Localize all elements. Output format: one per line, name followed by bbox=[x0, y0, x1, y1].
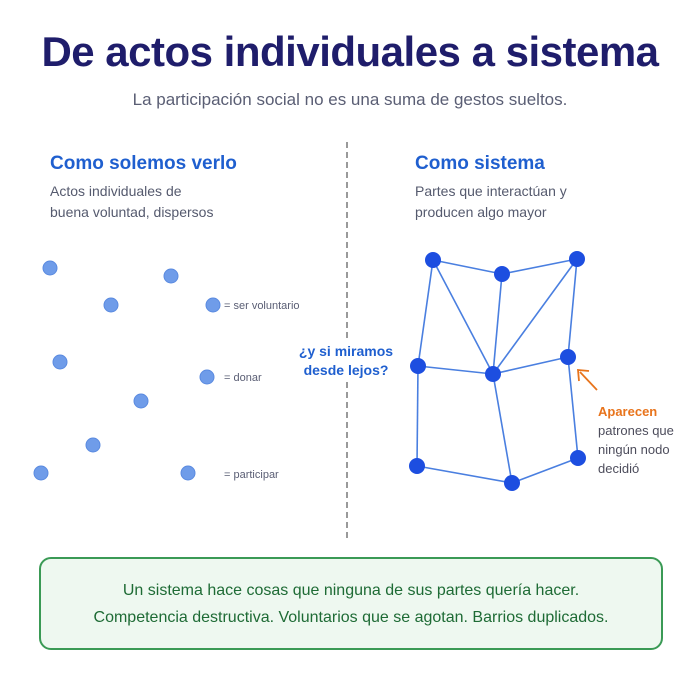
network-node-4 bbox=[410, 358, 426, 374]
annotation-line-1: patrones que bbox=[598, 423, 674, 438]
scattered-dot-6 bbox=[199, 369, 215, 385]
callout-line-2: Competencia destructiva. Voluntarios que… bbox=[93, 608, 609, 626]
zoom-out-question: ¿y si miramos desde lejos? bbox=[292, 340, 400, 382]
scattered-dot-10 bbox=[180, 465, 196, 481]
callout-line-1: Un sistema hace cosas que ninguna de sus… bbox=[122, 581, 580, 599]
question-line-1: ¿y si miramos bbox=[298, 343, 394, 359]
right-section-description: Partes que interactúan y producen algo m… bbox=[415, 181, 635, 223]
network-node-3 bbox=[569, 251, 585, 267]
network-node-2 bbox=[494, 266, 510, 282]
network-edge-1 bbox=[432, 259, 503, 275]
left-section-description: Actos individuales de buena voluntad, di… bbox=[50, 181, 270, 223]
annotation-arrow-shaft bbox=[579, 371, 598, 391]
network-node-8 bbox=[504, 475, 520, 491]
annotation-line-3: decidió bbox=[598, 461, 640, 476]
scattered-dot-1 bbox=[42, 260, 58, 276]
conclusion-callout: Un sistema hace cosas que ninguna de sus… bbox=[39, 557, 663, 650]
network-edge-4 bbox=[492, 273, 503, 375]
annotation-line-2: ningún nodo bbox=[598, 442, 670, 457]
dot-label-1: = ser voluntario bbox=[224, 300, 300, 312]
network-edge-3 bbox=[432, 259, 494, 375]
page-subtitle: La participación social no es una suma d… bbox=[132, 90, 568, 109]
right-description-line-2: producen algo mayor bbox=[415, 204, 547, 220]
network-edge-5 bbox=[492, 258, 578, 375]
network-edge-11 bbox=[492, 373, 513, 484]
scattered-dot-5 bbox=[52, 354, 68, 370]
network-edge-2 bbox=[501, 258, 578, 275]
dot-label-3: = participar bbox=[224, 469, 279, 481]
left-description-line-2: buena voluntad, dispersos bbox=[50, 204, 214, 220]
right-section-title: Como sistema bbox=[415, 153, 545, 174]
page-title: De actos individuales a sistema bbox=[41, 28, 659, 75]
network-node-6 bbox=[560, 349, 576, 365]
scattered-dot-8 bbox=[85, 437, 101, 453]
right-description-line-1: Partes que interactúan y bbox=[415, 183, 567, 199]
network-edge-13 bbox=[416, 465, 513, 484]
network-edge-7 bbox=[417, 259, 434, 367]
annotation-arrow-head bbox=[577, 369, 590, 382]
scattered-dot-9 bbox=[33, 465, 49, 481]
scattered-dot-3 bbox=[103, 297, 119, 313]
network-node-7 bbox=[409, 458, 425, 474]
annotation-highlight: Aparecen bbox=[598, 404, 658, 419]
network-edge-12 bbox=[567, 356, 579, 459]
network-edge-8 bbox=[417, 365, 494, 375]
network-edge-6 bbox=[567, 258, 578, 358]
network-node-9 bbox=[570, 450, 586, 466]
question-line-2: desde lejos? bbox=[303, 362, 389, 378]
network-edge-10 bbox=[416, 365, 419, 467]
left-section-title: Como solemos verlo bbox=[50, 153, 237, 174]
network-node-1 bbox=[425, 252, 441, 268]
scattered-dot-7 bbox=[133, 393, 149, 409]
network-edge-14 bbox=[511, 457, 579, 484]
network-edge-9 bbox=[492, 356, 569, 375]
dot-label-2: = donar bbox=[224, 372, 262, 384]
scattered-dot-4 bbox=[205, 297, 221, 313]
scattered-dot-2 bbox=[163, 268, 179, 284]
emergence-annotation: Aparecen patrones que ningún nodo decidi… bbox=[598, 402, 674, 478]
left-description-line-1: Actos individuales de bbox=[50, 183, 182, 199]
network-node-5 bbox=[485, 366, 501, 382]
